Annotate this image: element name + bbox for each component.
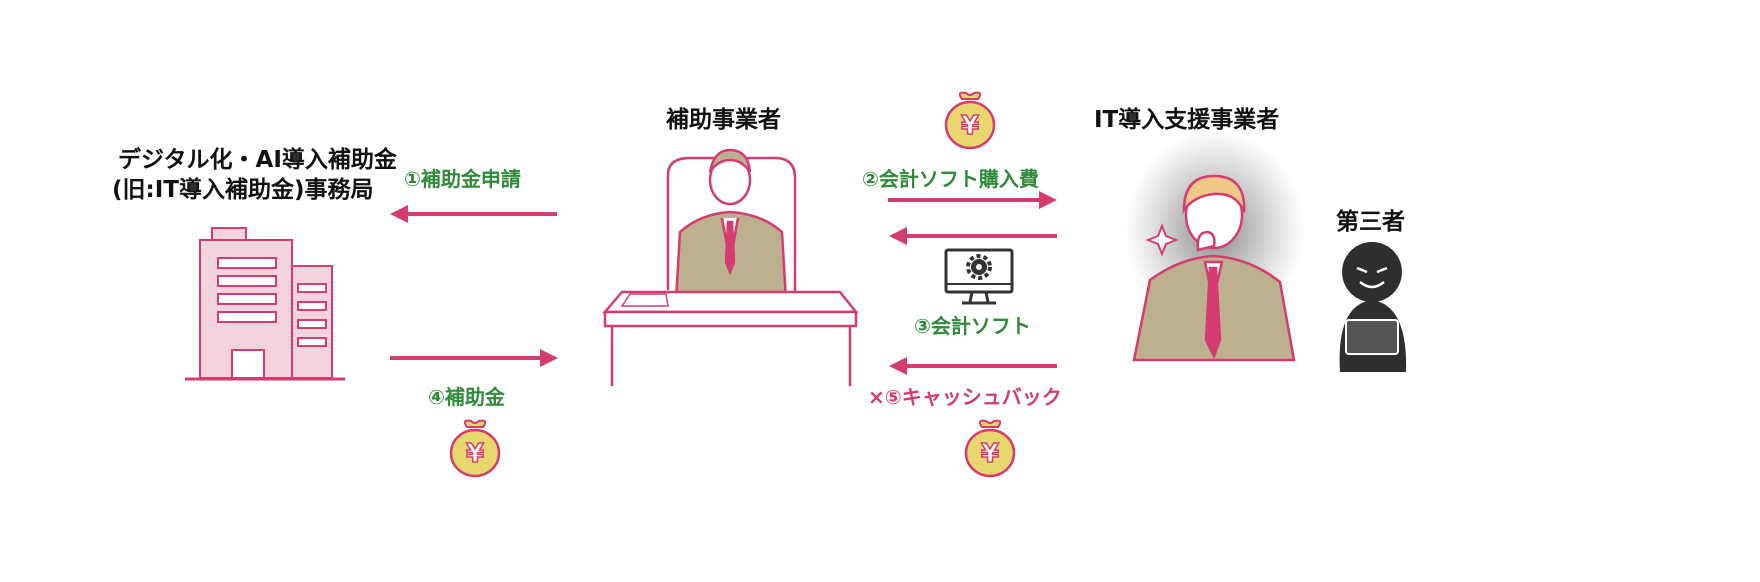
arrow-step3 [889, 227, 1057, 245]
vendor-illustration [1125, 130, 1305, 362]
arrow-step5 [889, 357, 1057, 375]
third-party-hacker-icon [1339, 242, 1407, 372]
computer-software-icon [944, 248, 1014, 305]
step3-label: ③会計ソフト [914, 314, 1031, 338]
arrow-step1 [390, 205, 557, 223]
money-bag-icon [944, 91, 996, 150]
step1-label: ①補助金申請 [404, 167, 521, 191]
step4-label: ④補助金 [428, 385, 505, 409]
arrow-step4 [390, 349, 558, 367]
office-title-line2: (旧:IT導入補助金)事務局 [112, 177, 374, 203]
business-owner-illustration [602, 148, 859, 386]
arrow-step2 [888, 191, 1057, 209]
office-title-line1: デジタル化・AI導入補助金 [118, 147, 397, 173]
vendor-title: IT導入支援事業者 [1094, 107, 1280, 133]
business-title: 補助事業者 [666, 107, 781, 133]
step2-label: ②会計ソフト購入費 [862, 167, 1039, 191]
money-bag-icon [964, 419, 1016, 478]
office-building-icon [185, 227, 345, 381]
third-party-title: 第三者 [1336, 209, 1405, 235]
money-bag-icon [449, 419, 501, 478]
step5-label: ×⑤キャッシュバック [868, 385, 1062, 409]
